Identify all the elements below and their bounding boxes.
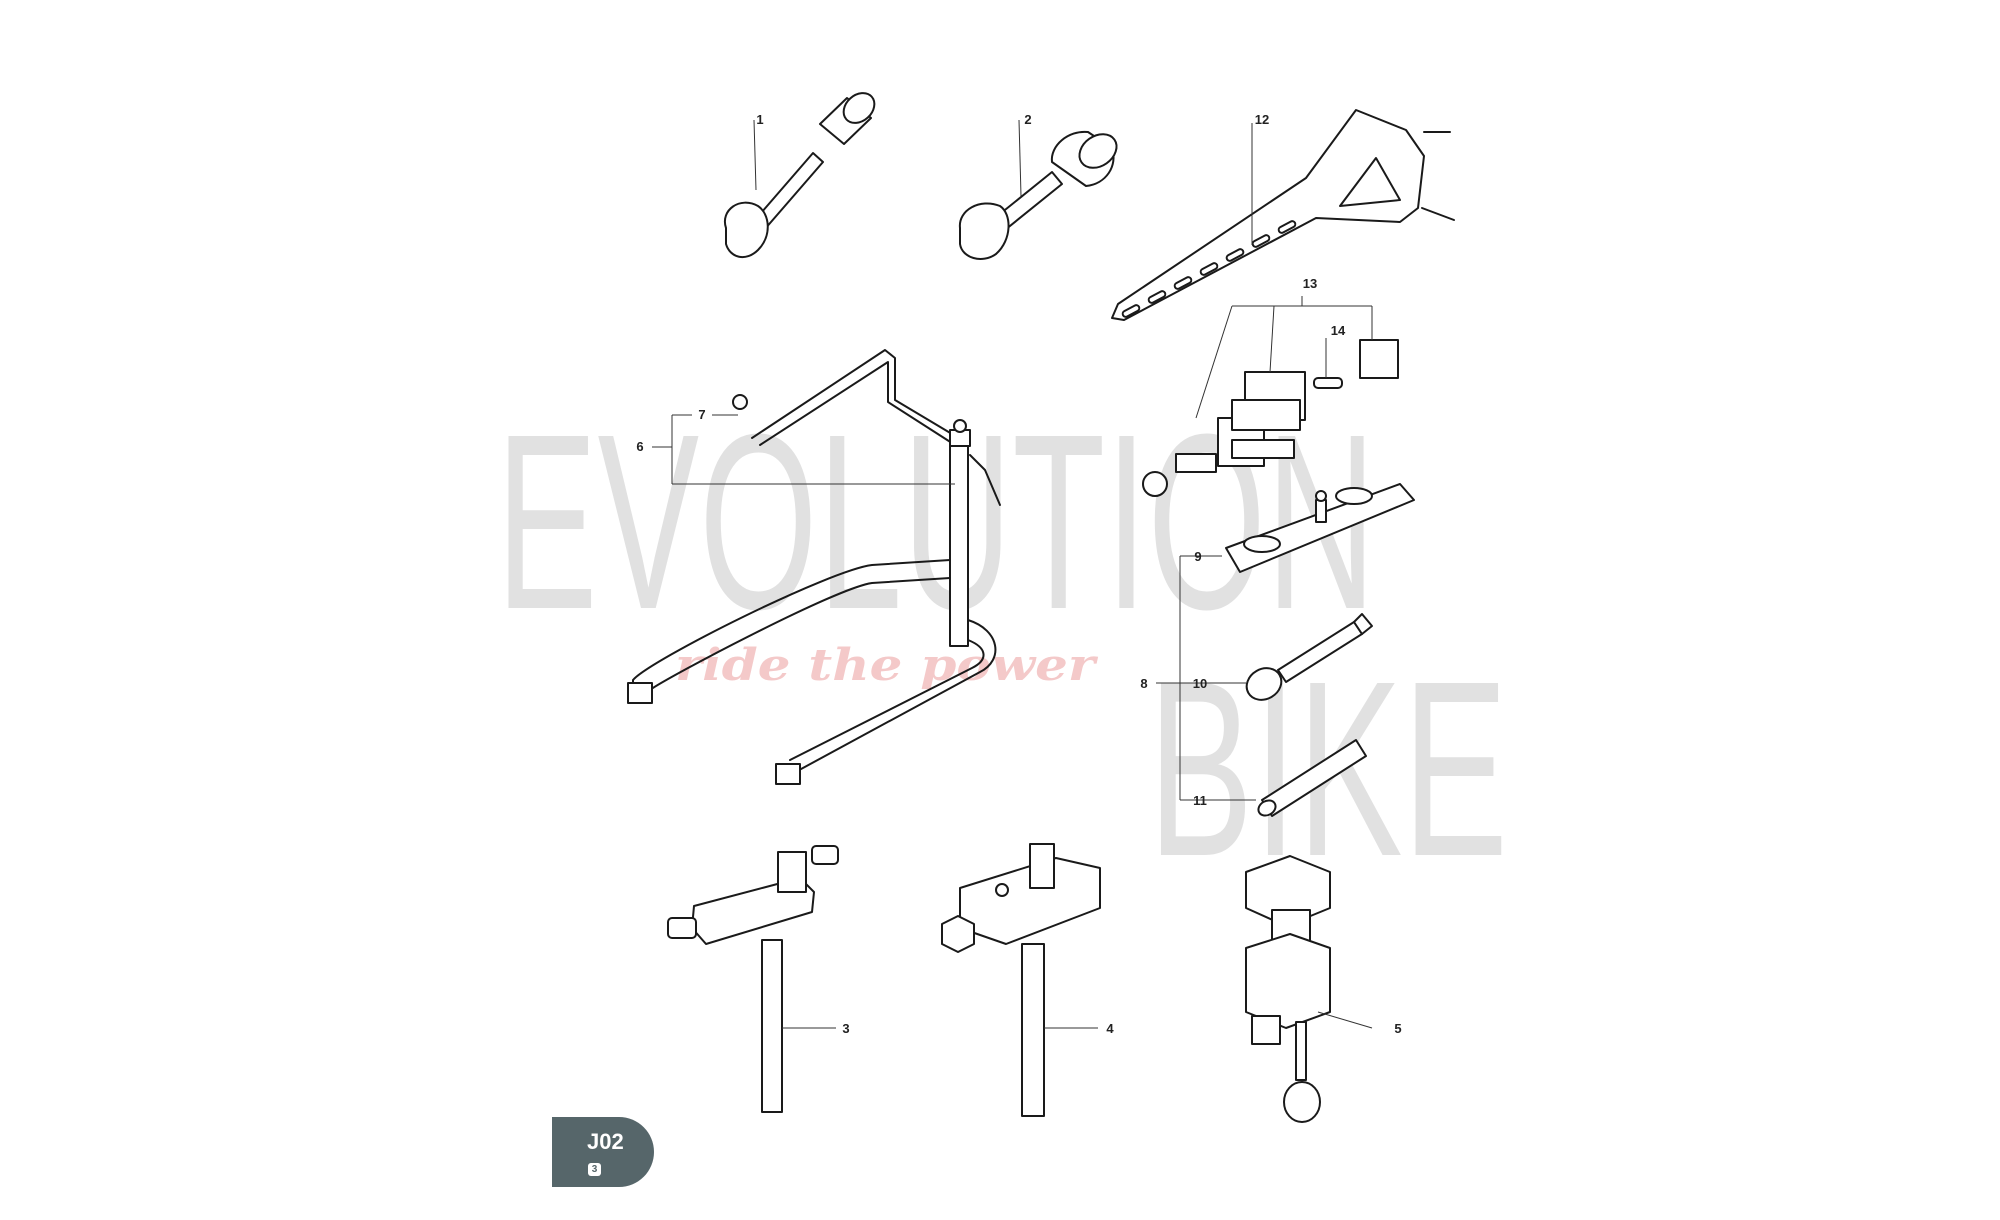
callout-14: 14 xyxy=(1331,323,1346,338)
callout-1: 1 xyxy=(756,112,763,127)
tool-11-tube xyxy=(1257,739,1367,817)
tool-4-chain-tool xyxy=(941,843,1101,1117)
badge-code: J02 xyxy=(587,1129,624,1154)
callout-11: 11 xyxy=(1193,793,1207,808)
callout-3: 3 xyxy=(842,1021,849,1036)
callout-8: 8 xyxy=(1140,676,1147,691)
callout-4: 4 xyxy=(1106,1021,1114,1036)
callout-labels: 1 2 12 13 14 7 6 9 8 10 11 3 4 5 xyxy=(636,112,1401,1036)
callout-10: 10 xyxy=(1193,676,1207,691)
callout-7: 7 xyxy=(698,407,705,422)
watermark-tagline: ride the power xyxy=(675,640,1098,691)
callout-13: 13 xyxy=(1303,276,1317,291)
badge-sub: 3 xyxy=(588,1163,601,1176)
page-badge: J02 3 xyxy=(552,1117,654,1187)
tool-10-puller xyxy=(1245,613,1373,701)
tool-5-vice-tool xyxy=(1245,855,1373,1123)
callout-2: 2 xyxy=(1024,112,1031,127)
callout-12: 12 xyxy=(1255,112,1269,127)
watermark: EVOLUTION BIKE ride the power xyxy=(496,382,1508,908)
callout-6: 6 xyxy=(636,439,643,454)
tool-6-paddock-stand xyxy=(627,349,1001,785)
tool-3-chain-tool xyxy=(667,845,839,1113)
tool-2-bearing-driver xyxy=(958,119,1118,260)
tool-13-bracket-set xyxy=(1142,296,1399,497)
tool-1-drift xyxy=(723,92,876,259)
tool-9-plate xyxy=(1225,483,1415,573)
callout-bracket-8 xyxy=(1156,555,1256,801)
tool-12-holder-bar xyxy=(1111,109,1455,321)
callout-5: 5 xyxy=(1394,1021,1401,1036)
callout-9: 9 xyxy=(1194,549,1201,564)
